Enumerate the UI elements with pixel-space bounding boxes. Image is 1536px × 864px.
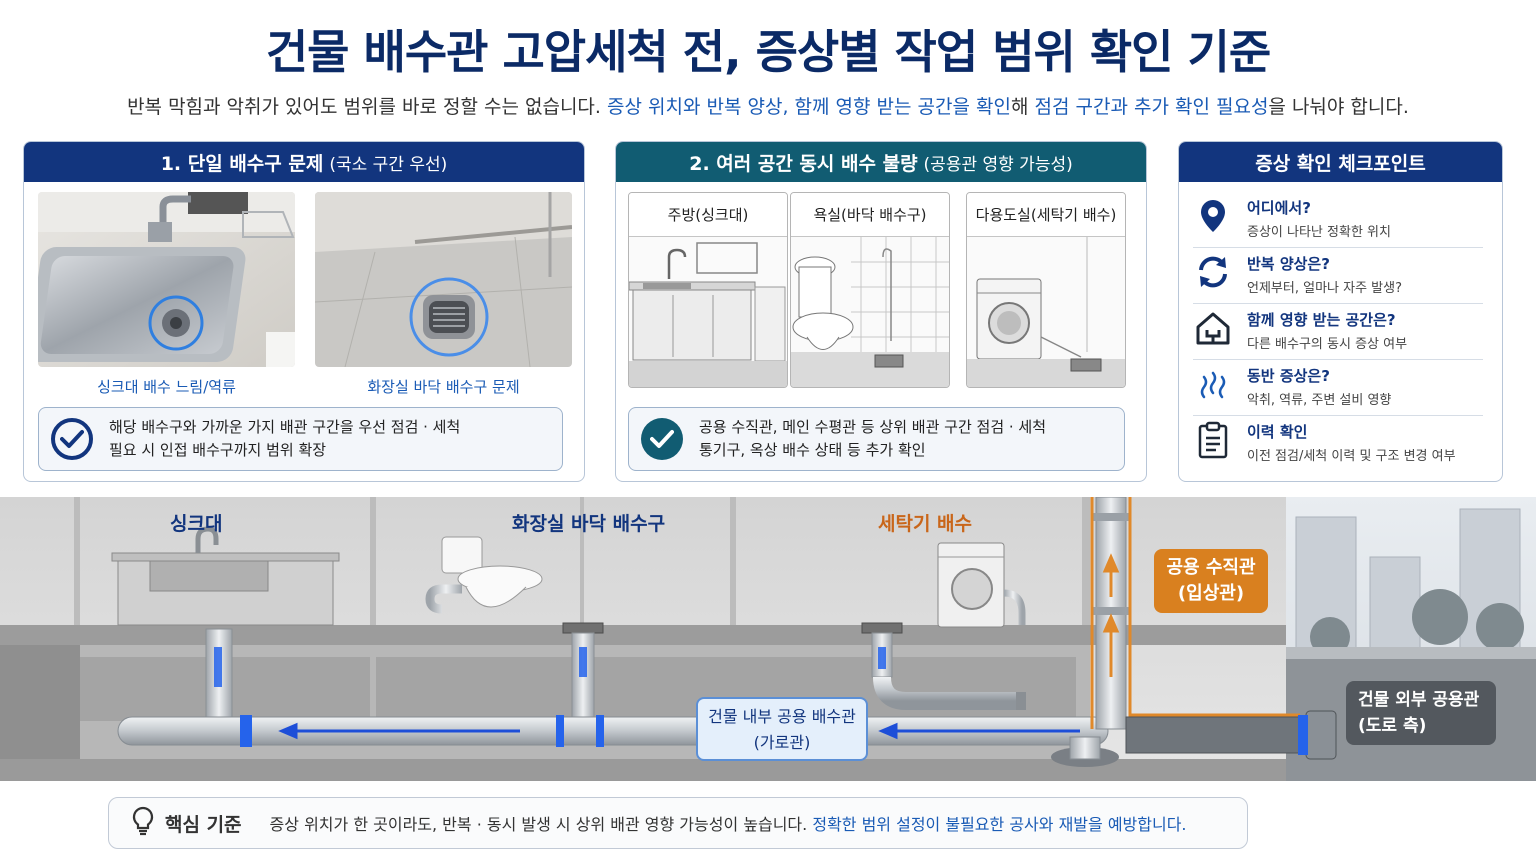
- room-kitchen-label: 주방(싱크대): [629, 193, 787, 237]
- outside-pipe-callout-line-2: (도로 측): [1358, 716, 1427, 736]
- checkpoint-item: 이력 확인 이전 점검/세척 이력 및 구조 변경 여부: [1193, 416, 1483, 472]
- checkpoint-desc: 악취, 역류, 주변 설비 영향: [1247, 393, 1392, 408]
- single-drain-guidance-line-1: 해당 배수구와 가까운 가지 배관 구간을 우선 점검 · 세척: [109, 418, 461, 436]
- checkpoint-panel: 증상 확인 체크포인트 어디에서? 증상이 나타난 정확한 위치 반복 양상은?…: [1178, 141, 1503, 482]
- drainage-cross-section: 싱크대 화장실 바닥 배수구 세탁기 배수 공용 수직관 (입상관) 건물 내부…: [0, 496, 1536, 781]
- diagram-label-washer: 세탁기 배수: [878, 513, 973, 535]
- subtitle-highlight-1: 증상 위치와 반복 양상, 함께 영향 받는 공간을 확인: [607, 96, 1011, 118]
- checkpoint-desc: 증상이 나타난 정확한 위치: [1247, 225, 1391, 240]
- checkpoint-title: 이력 확인: [1247, 423, 1308, 441]
- room-utility-label: 다용도실(세탁기 배수): [967, 193, 1125, 237]
- outside-pipe-callout-line-1: 건물 외부 공용관: [1358, 690, 1480, 710]
- checkpoint-panel-header: 증상 확인 체크포인트: [1179, 142, 1502, 182]
- lightbulb-icon: [131, 806, 155, 840]
- floor-drain-photo: [315, 192, 572, 367]
- multi-space-guidance: 공용 수직관, 메인 수평관 등 상위 배관 구간 점검 · 세척 통기구, 옥…: [628, 407, 1125, 471]
- sink-photo: [38, 192, 295, 367]
- subtitle-part-3: 을 나눠야 합니다.: [1268, 96, 1409, 118]
- room-bathroom: 욕실(바닥 배수구): [790, 192, 950, 388]
- room-utility: 다용도실(세탁기 배수): [966, 192, 1126, 388]
- odor-icon: [1193, 364, 1233, 404]
- key-criteria-banner: 핵심 기준 증상 위치가 한 곳이라도, 반복 · 동시 발생 시 상위 배관 …: [108, 797, 1248, 849]
- check-circle-icon: [641, 418, 683, 460]
- key-criteria-text-1: 증상 위치가 한 곳이라도, 반복 · 동시 발생 시 상위 배관 영향 가능성…: [269, 815, 813, 834]
- clipboard-icon: [1193, 420, 1233, 460]
- outside-pipe-callout: 건물 외부 공용관 (도로 측): [1346, 681, 1496, 745]
- subtitle-part-1: 반복 막힘과 악취가 있어도 범위를 바로 정할 수는 없습니다.: [127, 96, 607, 118]
- room-bathroom-label: 욕실(바닥 배수구): [791, 193, 949, 237]
- checkpoint-item: 어디에서? 증상이 나타난 정확한 위치: [1193, 192, 1483, 248]
- single-drain-panel-title: 1. 단일 배수구 문제: [160, 152, 324, 175]
- single-drain-guidance-line-2: 필요 시 인접 배수구까지 범위 확장: [109, 441, 327, 459]
- location-pin-icon: [1193, 196, 1233, 236]
- key-criteria-text: 증상 위치가 한 곳이라도, 반복 · 동시 발생 시 상위 배관 영향 가능성…: [270, 811, 1187, 835]
- multi-space-panel-header: 2. 여러 공간 동시 배수 불량 (공용관 영향 가능성): [616, 142, 1146, 182]
- checkpoint-desc: 다른 배수구의 동시 증상 여부: [1247, 337, 1408, 352]
- main-pipe-callout-line-1: 건물 내부 공용 배수관: [708, 707, 856, 726]
- multi-space-panel-title: 2. 여러 공간 동시 배수 불량: [689, 152, 918, 175]
- riser-callout: 공용 수직관 (입상관): [1154, 549, 1268, 613]
- room-kitchen: 주방(싱크대): [628, 192, 788, 388]
- checkpoint-item: 동반 증상은? 악취, 역류, 주변 설비 영향: [1193, 360, 1483, 416]
- single-drain-panel-subtitle: (국소 구간 우선): [329, 154, 448, 175]
- house-icon: [1193, 308, 1233, 348]
- multi-space-guidance-line-1: 공용 수직관, 메인 수평관 등 상위 배관 구간 점검 · 세척: [699, 418, 1047, 436]
- main-pipe-callout-line-2: (가로관): [753, 733, 811, 752]
- diagram-label-floor-drain: 화장실 바닥 배수구: [512, 513, 666, 535]
- multi-space-guidance-line-2: 통기구, 옥상 배수 상태 등 추가 확인: [699, 441, 926, 459]
- main-pipe-callout: 건물 내부 공용 배수관 (가로관): [696, 697, 868, 761]
- checkpoint-panel-title: 증상 확인 체크포인트: [1255, 152, 1426, 175]
- key-criteria-text-highlight: 정확한 범위 설정이 불필요한 공사와 재발을 예방합니다.: [812, 815, 1187, 834]
- single-drain-panel-header: 1. 단일 배수구 문제 (국소 구간 우선): [24, 142, 584, 182]
- checkpoint-title: 함께 영향 받는 공간은?: [1247, 311, 1396, 329]
- checkpoint-item: 반복 양상은? 언제부터, 얼마나 자주 발생?: [1193, 248, 1483, 304]
- checkpoint-desc: 이전 점검/세척 이력 및 구조 변경 여부: [1247, 449, 1456, 464]
- checkpoint-title: 동반 증상은?: [1247, 367, 1330, 385]
- checkpoint-item: 함께 영향 받는 공간은? 다른 배수구의 동시 증상 여부: [1193, 304, 1483, 360]
- refresh-icon: [1193, 252, 1233, 292]
- single-drain-guidance: 해당 배수구와 가까운 가지 배관 구간을 우선 점검 · 세척 필요 시 인접…: [38, 407, 563, 471]
- page-title: 건물 배수관 고압세척 전, 증상별 작업 범위 확인 기준: [265, 25, 1271, 79]
- riser-callout-line-2: (입상관): [1177, 583, 1245, 604]
- checkpoint-desc: 언제부터, 얼마나 자주 발생?: [1247, 281, 1402, 296]
- floor-drain-photo-caption: 화장실 바닥 배수구 문제: [367, 378, 520, 396]
- riser-callout-line-1: 공용 수직관: [1166, 557, 1256, 578]
- diagram-label-sink: 싱크대: [170, 513, 223, 535]
- multi-space-panel-subtitle: (공용관 영향 가능성): [923, 154, 1073, 175]
- page-subtitle: 반복 막힘과 악취가 있어도 범위를 바로 정할 수는 없습니다. 증상 위치와…: [0, 92, 1536, 119]
- subtitle-highlight-2: 점검 구간과 추가 확인 필요성: [1034, 96, 1269, 118]
- check-circle-icon: [51, 418, 93, 460]
- subtitle-part-2: 해: [1010, 96, 1035, 118]
- single-drain-panel: 1. 단일 배수구 문제 (국소 구간 우선) 싱크대 배수 느림/역류: [23, 141, 585, 482]
- key-criteria-label: 핵심 기준: [165, 813, 242, 836]
- checkpoint-title: 반복 양상은?: [1247, 255, 1330, 273]
- sink-photo-caption: 싱크대 배수 느림/역류: [97, 378, 236, 396]
- multi-space-panel: 2. 여러 공간 동시 배수 불량 (공용관 영향 가능성) 주방(싱크대) 욕…: [615, 141, 1147, 482]
- checkpoint-title: 어디에서?: [1247, 199, 1311, 217]
